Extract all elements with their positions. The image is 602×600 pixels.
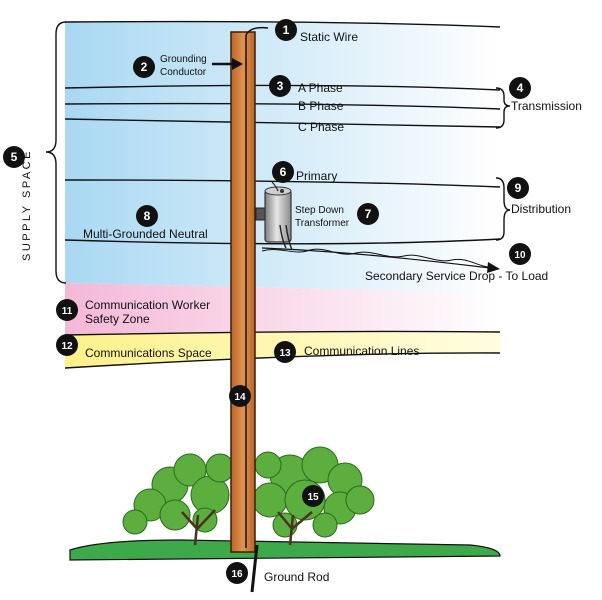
badge-circle [302, 485, 324, 507]
badge-13: 13 [274, 341, 296, 363]
transmission-brace [495, 87, 511, 129]
badge-number: 6 [280, 165, 287, 179]
badge-circle [509, 243, 531, 265]
a-phase-wire [64, 84, 501, 91]
badge-number: 7 [365, 207, 372, 221]
ground-rod [250, 544, 259, 593]
badge-circle [56, 334, 78, 356]
badge-number: 2 [141, 60, 148, 74]
label-static-wire: Static Wire [300, 30, 358, 44]
badge-circle [269, 75, 291, 97]
badge-number: 3 [277, 79, 284, 93]
grounding-conductor-arrow [232, 58, 243, 70]
badge-14: 14 [229, 385, 251, 407]
badge-circle [136, 205, 158, 227]
label-distribution: Distribution [511, 202, 571, 216]
badge-9: 9 [507, 177, 529, 199]
badge-number: 9 [515, 181, 522, 195]
badge-number: 14 [234, 392, 246, 403]
utility-pole [230, 31, 256, 553]
badge-7: 7 [357, 203, 379, 225]
label-communication-lines: Communication Lines [304, 344, 419, 358]
badge-circle [509, 77, 531, 99]
label-b-phase: B Phase [298, 99, 344, 113]
badge-number: 16 [231, 569, 243, 580]
badge-circle [3, 146, 25, 168]
secondary-drop-arrow [487, 262, 500, 273]
badge-1: 1 [275, 19, 297, 41]
badge-number: 11 [62, 306, 73, 317]
badge-4: 4 [509, 77, 531, 99]
label-grounding-conductor-line1: Grounding [160, 54, 207, 65]
label-c-phase: C Phase [298, 120, 344, 134]
label-neutral: Multi-Grounded Neutral [83, 227, 208, 241]
badge-6: 6 [272, 161, 294, 183]
badge-5: 5 [3, 146, 25, 168]
distribution-brace [495, 177, 511, 241]
label-step-down-line2: Transformer [295, 218, 350, 229]
badge-2: 2 [133, 56, 155, 78]
safety-boundary-line [64, 330, 501, 336]
label-step-down-line1: Step Down [295, 205, 344, 216]
label-safety-line1: Communication Worker [85, 298, 210, 312]
supply-space-brace [45, 21, 67, 284]
badge-3: 3 [269, 75, 291, 97]
label-transmission: Transmission [511, 99, 582, 113]
badge-8: 8 [136, 205, 158, 227]
badge-number: 15 [307, 492, 319, 503]
badge-12: 12 [56, 334, 78, 356]
badge-circle [133, 56, 155, 78]
communication-line [64, 352, 501, 369]
static-wire [64, 20, 501, 28]
badge-circle [229, 385, 251, 407]
neutral-wire [64, 238, 501, 245]
safety-zone [65, 283, 500, 335]
badge-15: 15 [302, 485, 324, 507]
badge-10: 10 [509, 243, 531, 265]
badge-number: 12 [61, 341, 73, 352]
badge-number: 8 [144, 209, 151, 223]
label-grounding-conductor-line2: Conductor [160, 67, 207, 78]
badge-number: 5 [11, 150, 18, 164]
label-a-phase: A Phase [298, 81, 343, 95]
badge-16: 16 [226, 562, 248, 584]
badge-circle [507, 177, 529, 199]
badge-circle [274, 341, 296, 363]
badge-number: 13 [279, 348, 291, 359]
badge-circle [357, 203, 379, 225]
b-phase-wire [64, 102, 501, 110]
badge-number: 4 [517, 81, 524, 95]
badge-11: 11 [56, 299, 78, 321]
primary-wire [64, 179, 501, 188]
secondary-drop-wire [261, 247, 491, 269]
badge-circle [272, 161, 294, 183]
supply-space-zone [65, 21, 500, 296]
label-ground-rod: Ground Rod [264, 570, 329, 584]
label-communications-space: Communications Space [85, 346, 212, 360]
badge-number: 1 [283, 23, 290, 37]
bushes-icon [122, 446, 375, 546]
label-secondary-drop: Secondary Service Drop - To Load [365, 269, 548, 283]
c-phase-wire [64, 118, 501, 128]
step-down-transformer-icon [255, 181, 293, 251]
label-safety-line2: Safety Zone [85, 312, 150, 326]
badge-circle [275, 19, 297, 41]
label-primary: Primary [296, 169, 337, 183]
badge-circle [226, 562, 248, 584]
badge-number: 10 [514, 250, 526, 261]
label-supply-space: SUPPLY SPACE [21, 149, 33, 261]
badge-circle [56, 299, 78, 321]
ground-mound [69, 539, 501, 561]
